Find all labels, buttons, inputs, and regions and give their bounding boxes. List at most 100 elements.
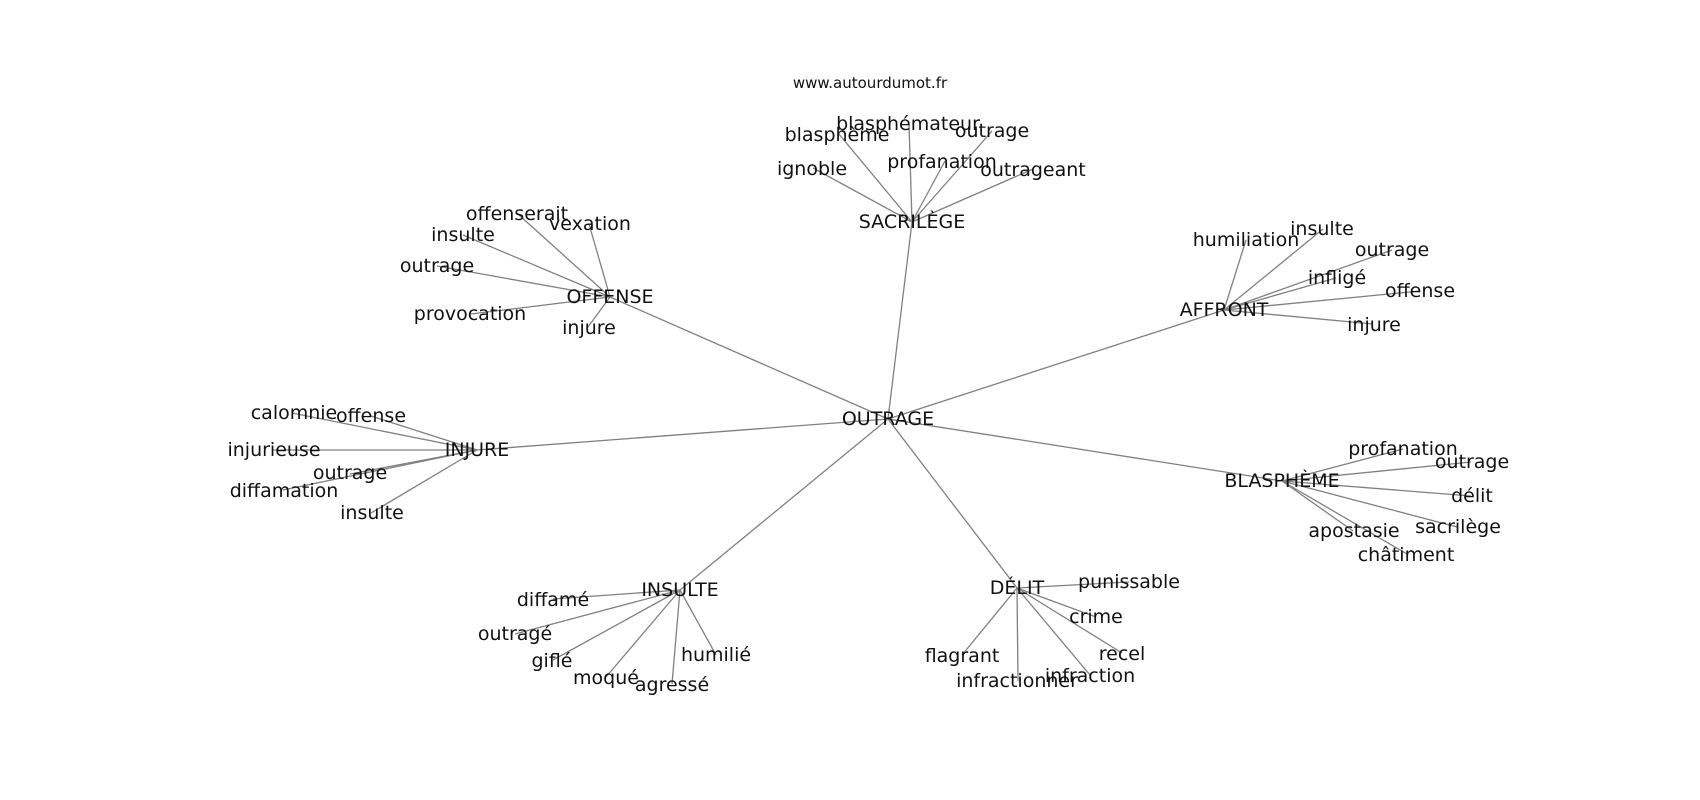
edge-hub-to-word xyxy=(370,415,478,451)
edge-hub-to-word xyxy=(1223,290,1421,311)
edge-hub-to-word xyxy=(1281,448,1404,482)
edge-hub-to-word xyxy=(1281,480,1472,497)
word-node-label: injurieuse xyxy=(227,439,320,461)
word-node-label: délit xyxy=(1451,485,1493,507)
edge-hub-to-word xyxy=(1223,277,1337,311)
word-node-label: vexation xyxy=(549,213,631,235)
word-node-label: outrage xyxy=(1355,239,1429,261)
word-node-label: injure xyxy=(562,317,616,339)
edge-hub-to-word xyxy=(370,449,478,514)
edge-hub-to-word xyxy=(911,130,993,223)
edge-hub-to-word xyxy=(514,589,681,635)
hub-node-label: BLASPHÈME xyxy=(1224,469,1339,492)
hub-node-label: DÉLIT xyxy=(990,576,1045,599)
edge-hub-to-word xyxy=(291,412,478,451)
word-node-label: insulte xyxy=(1290,218,1354,240)
edge-hub-to-word xyxy=(1281,480,1458,528)
word-node-label: humilié xyxy=(681,644,751,666)
word-node-label: outrage xyxy=(400,255,474,277)
word-node-label: outrage xyxy=(313,462,387,484)
edge-hub-to-word xyxy=(1016,587,1097,618)
edge-hub-to-word xyxy=(605,589,681,678)
edge-hub-to-word xyxy=(587,296,611,328)
hub-node-label: SACRILÈGE xyxy=(859,210,965,233)
word-node-label: crime xyxy=(1069,606,1123,628)
hub-node-label: AFFRONT xyxy=(1180,299,1269,321)
word-node-label: recel xyxy=(1099,643,1146,665)
edge-center-to-hub xyxy=(476,418,889,451)
center-node-label: OUTRAGE xyxy=(842,408,934,430)
word-node-label: punissable xyxy=(1078,571,1180,593)
word-node-label: profanation xyxy=(1348,438,1458,460)
word-node-label: injure xyxy=(1347,314,1401,336)
word-node-label: apostasie xyxy=(1308,520,1399,542)
word-node-label: insulte xyxy=(431,224,495,246)
edge-center-to-hub xyxy=(887,221,913,420)
word-node-label: provocation xyxy=(414,303,526,325)
edge-hub-to-word xyxy=(837,132,913,223)
edge-center-to-hub xyxy=(679,418,889,591)
word-node-label: profanation xyxy=(887,151,997,173)
edge-hub-to-word xyxy=(911,168,1034,223)
word-node-label: blasphème xyxy=(785,124,890,146)
word-node-label: sacrilège xyxy=(1415,516,1501,538)
edge-hub-to-word xyxy=(518,214,611,298)
hub-node-label: INSULTE xyxy=(641,579,718,601)
edge-hub-to-word xyxy=(1016,587,1091,676)
source-watermark: www.autourdumot.fr xyxy=(793,74,948,92)
edge-hub-to-word xyxy=(1016,581,1130,589)
edge-hub-to-word xyxy=(282,449,478,491)
edge-hub-to-word xyxy=(552,589,681,600)
edge-center-to-hub xyxy=(887,418,1283,482)
edge-hub-to-word xyxy=(588,223,611,298)
word-node-label: diffamé xyxy=(517,589,589,611)
edge-hub-to-word xyxy=(470,296,611,315)
word-node-label: offenserait xyxy=(466,203,568,225)
edge-hub-to-word xyxy=(679,589,717,656)
word-node-label: outragé xyxy=(478,623,552,645)
word-node-label: châtiment xyxy=(1358,544,1455,566)
edge-hub-to-word xyxy=(671,589,681,685)
word-node-label: humiliation xyxy=(1193,229,1299,251)
word-node-label: outrageant xyxy=(980,159,1085,181)
word-node-label: diffamation xyxy=(230,480,339,502)
edge-hub-to-word xyxy=(812,167,913,223)
edge-hub-to-word xyxy=(1223,228,1324,311)
edge-hub-to-word xyxy=(1223,249,1393,311)
edge-hub-to-word xyxy=(1016,587,1123,654)
word-node-label: outrage xyxy=(955,120,1029,142)
edge-center-to-hub xyxy=(887,418,1018,589)
edge-center-to-hub xyxy=(609,296,889,420)
word-node-label: infractionner xyxy=(956,670,1078,692)
edge-hub-to-word xyxy=(1281,480,1408,555)
edge-center-to-hub xyxy=(887,309,1225,420)
word-node-label: infraction xyxy=(1045,665,1135,687)
word-node-label: infligé xyxy=(1308,267,1366,289)
edge-hub-to-word xyxy=(908,123,913,223)
word-node-label: giflé xyxy=(532,650,573,672)
edge-hub-to-word xyxy=(911,160,946,223)
hub-node-label: INJURE xyxy=(445,439,510,461)
edge-hub-to-word xyxy=(961,587,1018,656)
word-node-label: calomnie xyxy=(251,402,338,424)
word-node-label: outrage xyxy=(1435,451,1509,473)
word-node-label: blasphémateur xyxy=(836,113,980,135)
edge-hub-to-word xyxy=(1223,239,1247,311)
edge-hub-to-word xyxy=(1281,461,1472,482)
hub-node-label: OFFENSE xyxy=(566,286,653,308)
edge-hub-to-word xyxy=(436,265,611,298)
word-node-label: offense xyxy=(336,405,406,427)
edge-hub-to-word xyxy=(1223,309,1374,325)
word-node-label: moqué xyxy=(573,667,639,689)
edge-hub-to-word xyxy=(552,589,681,661)
word-node-label: insulte xyxy=(340,502,404,524)
edge-hub-to-word xyxy=(462,234,611,298)
graph-edges xyxy=(273,123,1472,685)
word-node-label: ignoble xyxy=(777,158,847,180)
edge-hub-to-word xyxy=(1281,480,1354,532)
word-node-label: offense xyxy=(1385,280,1455,302)
word-node-label: agressé xyxy=(635,674,709,696)
edge-hub-to-word xyxy=(1016,587,1019,682)
